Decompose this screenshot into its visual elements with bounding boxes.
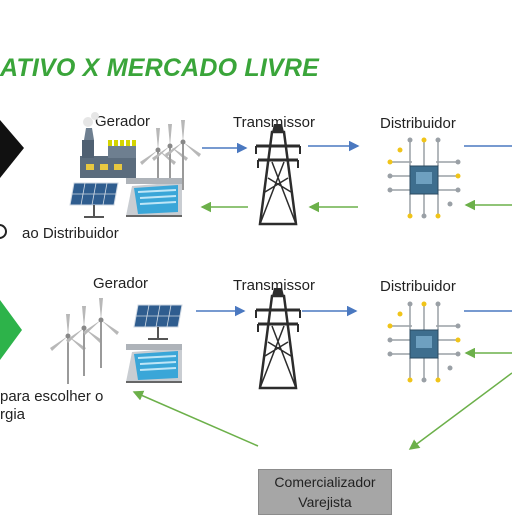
factory-icon xyxy=(80,112,136,178)
arrow-to-comm xyxy=(408,372,512,450)
row2-side-line2: rgia xyxy=(0,406,26,423)
row1-transmissor-label: Transmissor xyxy=(233,114,315,131)
hydro-dam-icon xyxy=(125,343,183,383)
circuit-chip-icon xyxy=(386,136,462,220)
row2-diamond-icon xyxy=(0,300,22,360)
row2-gerador-label: Gerador xyxy=(93,275,149,292)
row1-distribuidor-label: Distribuidor xyxy=(380,115,456,132)
solar-panel-icon xyxy=(133,304,183,340)
row2-side-text: para escolher o rgia xyxy=(0,388,103,424)
row2-distribuidor-label: Distribuidor xyxy=(380,278,456,295)
solar-panel-icon xyxy=(69,182,119,218)
comercializador-line1: Comercializador xyxy=(274,474,376,490)
wind-turbine-icon xyxy=(49,313,87,385)
row1-diamond-icon xyxy=(0,120,24,178)
transmission-tower-icon xyxy=(254,122,302,226)
comercializador-line2: Varejista xyxy=(298,494,352,510)
row1-gerador-label: Gerador xyxy=(95,113,151,130)
circuit-chip-icon xyxy=(386,300,462,384)
comm-arrow-to-gen xyxy=(132,390,259,447)
row1-side-text: ao Distribuidor xyxy=(0,222,119,243)
wind-turbine-icon xyxy=(82,297,120,369)
row2-side-line1: para escolher o xyxy=(0,388,104,405)
wind-turbine-icon xyxy=(65,305,103,377)
hydro-dam-icon xyxy=(125,177,183,217)
page-title: ATIVO X MERCADO LIVRE xyxy=(0,54,320,82)
row2-transmissor-label: Transmissor xyxy=(233,277,315,294)
transmission-tower-icon xyxy=(254,286,302,390)
